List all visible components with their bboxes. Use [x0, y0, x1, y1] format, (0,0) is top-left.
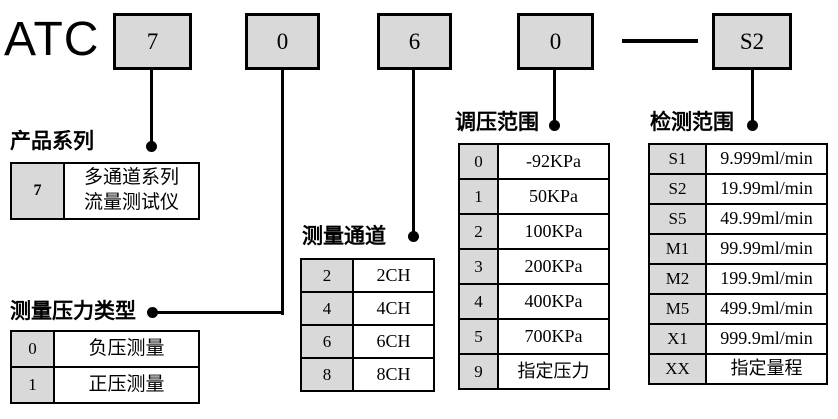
option-value-cell: 50KPa — [497, 178, 610, 215]
option-code-cell: 1 — [458, 178, 499, 215]
option-code-cell: 7 — [10, 162, 65, 220]
option-code-cell: 6 — [300, 324, 354, 359]
connector-dot-detection-range — [747, 120, 758, 131]
option-value-cell: 49.99ml/min — [705, 203, 828, 235]
option-code-cell: 2 — [458, 213, 499, 250]
section-title-channels: 测量通道 — [302, 224, 386, 248]
option-value-cell: 199.9ml/min — [705, 263, 828, 295]
option-value-cell: 2CH — [352, 258, 435, 293]
code-box-series: 7 — [113, 13, 192, 70]
option-code-cell: XX — [648, 353, 707, 385]
code-box-series-value: 7 — [146, 28, 159, 54]
option-value-cell: 8CH — [352, 357, 435, 392]
option-code-cell: 0 — [458, 143, 499, 180]
code-box-pressure-range-value: 0 — [549, 28, 562, 54]
code-box-detection-range-value: S2 — [739, 28, 765, 54]
section-title-pressure-type: 测量压力类型 — [10, 299, 136, 323]
connector-line-channels — [412, 70, 415, 234]
option-code-cell: 0 — [10, 330, 55, 368]
option-value-cell: 499.9ml/min — [705, 293, 828, 325]
option-code-cell: M5 — [648, 293, 707, 325]
option-value-cell: -92KPa — [497, 143, 610, 180]
option-value-cell: 100KPa — [497, 213, 610, 250]
connector-line-detection-range — [751, 70, 754, 123]
connector-line-series — [150, 70, 153, 144]
option-value-cell: 9.999ml/min — [705, 143, 828, 175]
option-code-cell: 1 — [10, 366, 55, 404]
code-box-pressure-type-value: 0 — [276, 28, 289, 54]
option-value-cell: 4CH — [352, 291, 435, 326]
option-value-cell: 700KPa — [497, 318, 610, 355]
option-code-cell: M1 — [648, 233, 707, 265]
code-box-channels-value: 6 — [408, 28, 421, 54]
option-code-cell: 9 — [458, 353, 499, 390]
connector-dot-pressure-type — [147, 307, 158, 318]
option-value-cell: 指定压力 — [497, 353, 610, 390]
option-code-cell: X1 — [648, 323, 707, 355]
section-title-product-series: 产品系列 — [10, 129, 94, 153]
option-code-cell: 2 — [300, 258, 354, 293]
code-box-pressure-type: 0 — [245, 13, 320, 70]
connector-line-pressure-range — [553, 70, 556, 123]
section-title-pressure-range: 调压范围 — [455, 110, 539, 134]
option-value-cell: 6CH — [352, 324, 435, 359]
table-row: 0-92KPa — [458, 143, 610, 180]
option-code-cell: S5 — [648, 203, 707, 235]
option-value-cell: 99.99ml/min — [705, 233, 828, 265]
option-code-cell: 5 — [458, 318, 499, 355]
code-box-detection-range: S2 — [712, 13, 792, 70]
option-code-cell: 4 — [458, 283, 499, 320]
connector-line-pressure-type-vertical — [281, 70, 284, 315]
code-box-channels: 6 — [377, 13, 452, 70]
option-value-cell: 负压测量 — [53, 330, 200, 368]
option-code-cell: 4 — [300, 291, 354, 326]
option-value-cell: 200KPa — [497, 248, 610, 285]
connector-dot-series — [146, 141, 157, 152]
option-code-cell: 8 — [300, 357, 354, 392]
option-code-cell: M2 — [648, 263, 707, 295]
code-box-pressure-range: 0 — [517, 13, 594, 70]
code-separator-dash — [622, 39, 698, 43]
connector-dot-pressure-range — [549, 120, 560, 131]
option-code-cell: S2 — [648, 173, 707, 205]
product-prefix: ATC — [4, 13, 100, 66]
section-title-detection-range: 检测范围 — [650, 110, 734, 134]
option-code-cell: 3 — [458, 248, 499, 285]
option-value-cell: 999.9ml/min — [705, 323, 828, 355]
connector-line-pressure-type-horizontal — [152, 311, 284, 314]
connector-dot-channels — [408, 231, 419, 242]
option-value-cell: 正压测量 — [53, 366, 200, 404]
option-value-cell: 400KPa — [497, 283, 610, 320]
option-value-cell: 指定量程 — [705, 353, 828, 385]
option-code-cell: S1 — [648, 143, 707, 175]
option-value-cell: 19.99ml/min — [705, 173, 828, 205]
option-value-cell: 多通道系列 流量测试仪 — [63, 162, 200, 220]
